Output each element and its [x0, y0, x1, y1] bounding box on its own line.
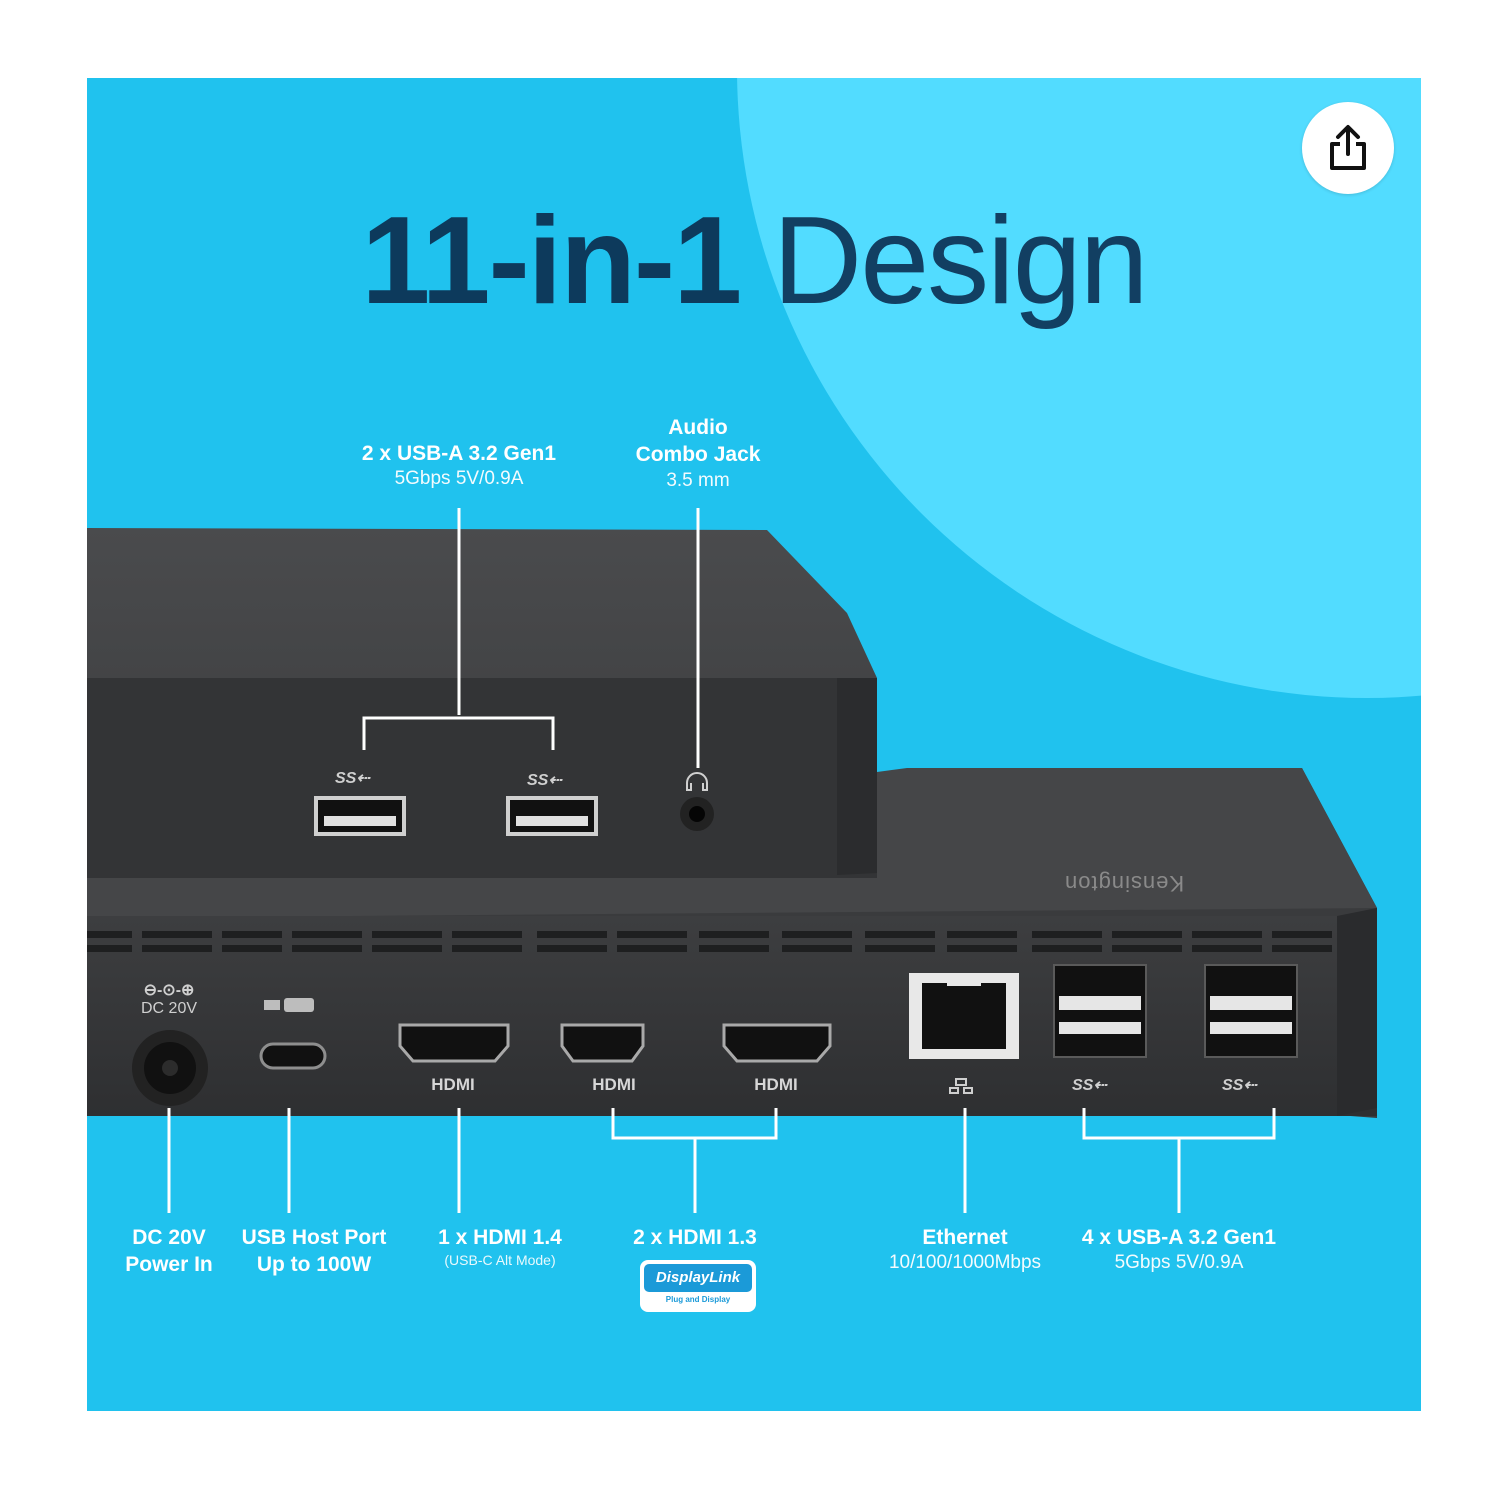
callout-hdmi13: 2 x HDMI 1.3 — [615, 1224, 775, 1251]
ss-logo-3: SS⇠ — [1072, 1077, 1107, 1094]
top-dock — [87, 528, 877, 878]
callout-dc-in-line2: Power In — [125, 1253, 213, 1277]
main-dock — [87, 768, 1377, 1118]
callout-audio-line2: Combo Jack — [635, 443, 761, 467]
displaylink-tagline: Plug and Display — [665, 1295, 731, 1304]
callout-audio: Audio Combo Jack 3.5 mm — [608, 414, 788, 493]
ss-logo-4: SS⇠ — [1222, 1077, 1257, 1094]
callout-ethernet: Ethernet 10/100/1000Mbps — [870, 1224, 1060, 1276]
displaylink-badge: DisplayLink Plug and Display — [640, 1260, 756, 1312]
callout-lines — [167, 508, 1276, 1213]
share-button[interactable] — [1302, 102, 1394, 194]
callout-usb-a-rear-title: 4 x USB-A 3.2 Gen1 — [1081, 1226, 1277, 1249]
callout-dc-in: DC 20V Power In — [109, 1224, 229, 1279]
ss-logo-2: SS⇠ — [527, 772, 562, 789]
headline-bold: 11-in-1 — [361, 192, 742, 330]
callout-usb-a-rear-sub: 5Gbps 5V/0.9A — [1114, 1252, 1244, 1274]
callout-audio-sub: 3.5 mm — [666, 469, 730, 491]
callout-hdmi14-sub: (USB-C Alt Mode) — [444, 1252, 556, 1269]
dc-symbol: ⊖-⊙-⊕ — [143, 982, 195, 999]
callout-ethernet-sub: 10/100/1000Mbps — [888, 1252, 1042, 1274]
callout-usb-a-top-title: 2 x USB-A 3.2 Gen1 — [361, 442, 557, 465]
headline-light: Design — [772, 192, 1149, 330]
hdmi-mark-3: HDMI — [754, 1075, 798, 1094]
callout-usb-a-top: 2 x USB-A 3.2 Gen1 5Gbps 5V/0.9A — [329, 440, 589, 492]
ss-logo-1: SS⇠ — [335, 770, 370, 787]
callout-usb-host: USB Host Port Up to 100W — [229, 1224, 399, 1279]
brand-logo: Kensington — [1064, 871, 1185, 896]
callout-usb-host-line1: USB Host Port — [241, 1226, 387, 1249]
docking-station-illustration — [87, 508, 1377, 1213]
callout-usb-a-top-sub: 5Gbps 5V/0.9A — [394, 468, 524, 490]
headline: 11-in-1 Design — [87, 190, 1421, 332]
dc-voltage-mark: DC 20V — [140, 1000, 198, 1017]
callout-ethernet-title: Ethernet — [922, 1226, 1008, 1249]
share-icon — [1330, 125, 1366, 170]
product-image-panel: 11-in-1 Design Kensington ⊖-⊙-⊕ DC 20V H… — [87, 78, 1421, 1411]
hdmi-mark-1: HDMI — [431, 1075, 475, 1094]
callout-dc-in-line1: DC 20V — [132, 1226, 206, 1249]
callout-usb-a-rear: 4 x USB-A 3.2 Gen1 5Gbps 5V/0.9A — [1069, 1224, 1289, 1276]
hdmi-mark-2: HDMI — [592, 1075, 636, 1094]
callout-hdmi13-title: 2 x HDMI 1.3 — [633, 1226, 757, 1249]
callout-hdmi14: 1 x HDMI 1.4 (USB-C Alt Mode) — [420, 1224, 580, 1269]
displaylink-name: DisplayLink — [644, 1264, 752, 1292]
callout-hdmi14-title: 1 x HDMI 1.4 — [438, 1226, 562, 1249]
callout-usb-host-line2: Up to 100W — [256, 1253, 372, 1277]
callout-audio-line1: Audio — [668, 416, 728, 439]
